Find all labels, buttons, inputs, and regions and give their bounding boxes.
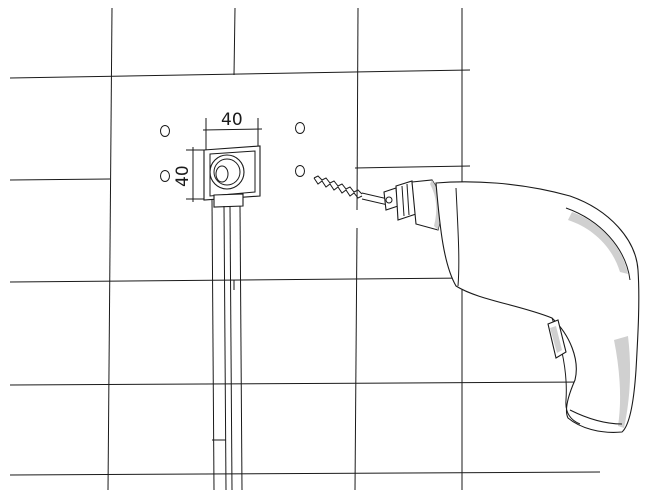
- screw-holes: [160, 122, 305, 182]
- screw-hole: [295, 122, 305, 134]
- screw-hole: [160, 170, 170, 182]
- pipes: [211, 199, 243, 491]
- wall-tiles: [9, 7, 601, 491]
- dimension-width: 40: [202, 110, 263, 152]
- pipe-elbow-icon: [203, 145, 261, 208]
- screw-hole: [295, 165, 305, 177]
- power-drill-icon: [383, 179, 640, 433]
- width-label: 40: [221, 110, 243, 130]
- drill-bit-icon: [313, 175, 389, 206]
- height-label: 40: [173, 165, 193, 187]
- screw-hole: [160, 125, 170, 137]
